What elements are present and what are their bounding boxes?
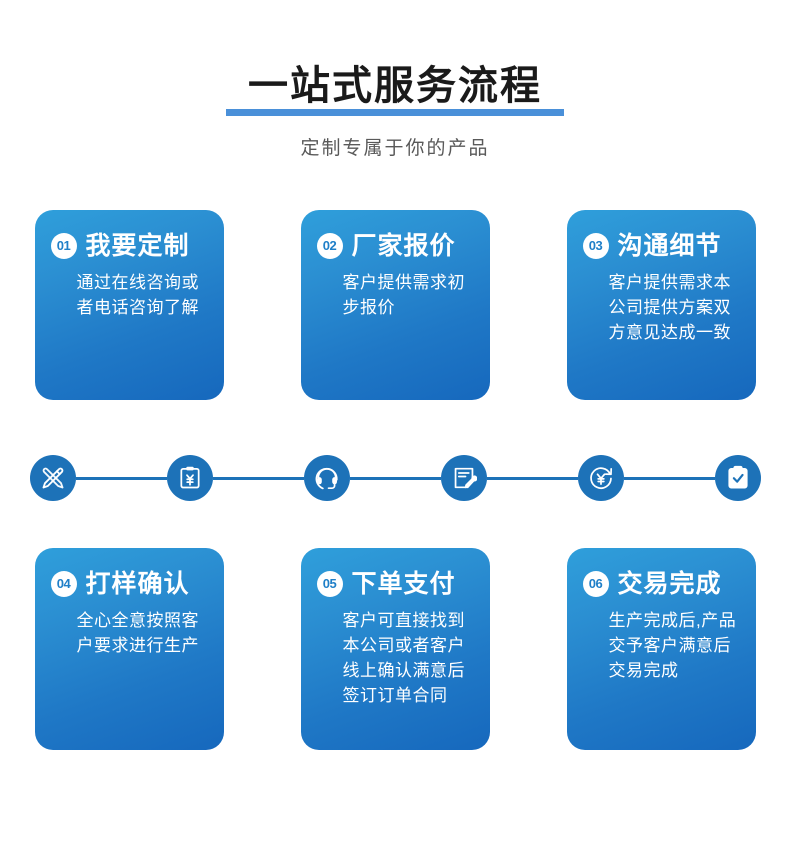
step-card-02[interactable]: 02 厂家报价 客户提供需求初步报价 xyxy=(300,210,490,400)
step-description: 客户提供需求初步报价 xyxy=(342,273,465,317)
page-header: 一站式服务流程 定制专属于你的产品 xyxy=(0,0,790,162)
step-title: 下单支付 xyxy=(351,570,456,598)
connector-line xyxy=(623,476,715,480)
title-underline xyxy=(226,109,564,116)
page-subtitle: 定制专属于你的产品 xyxy=(300,138,490,159)
step-card-header: 02 厂家报价 xyxy=(316,232,474,260)
clipboard-check-icon[interactable] xyxy=(714,455,761,501)
step-cards-row-bottom: 04 打样确认 全心全意按照客户要求进行生产 05 下单支付 客户可直接找到本公… xyxy=(0,548,790,750)
step-description: 通过在线咨询或者电话咨询了解 xyxy=(76,273,199,317)
connector-line xyxy=(486,476,578,480)
step-description: 生产完成后,产品交予客户满意后交易完成 xyxy=(608,611,737,680)
document-tag-contract-icon[interactable] xyxy=(440,455,487,501)
step-title: 打样确认 xyxy=(85,570,190,598)
step-card-header: 03 沟通细节 xyxy=(582,232,740,260)
step-number-badge: 05 xyxy=(316,571,343,597)
page-title: 一站式服务流程 xyxy=(248,64,542,108)
step-cards-row-top: 01 我要定制 通过在线咨询或者电话咨询了解 02 厂家报价 客户提供需求初步报… xyxy=(0,210,790,400)
step-number-badge: 04 xyxy=(50,571,77,597)
design-pen-ruler-icon[interactable] xyxy=(29,455,76,501)
step-card-05[interactable]: 05 下单支付 客户可直接找到本公司或者客户线上确认满意后签订订单合同 xyxy=(300,548,490,750)
headset-support-icon[interactable] xyxy=(303,455,350,501)
step-card-header: 04 打样确认 xyxy=(50,570,208,598)
step-number-badge: 01 xyxy=(50,233,77,259)
step-description: 全心全意按照客户要求进行生产 xyxy=(76,611,199,655)
step-card-header: 06 交易完成 xyxy=(582,570,740,598)
yen-payment-icon[interactable] xyxy=(577,455,624,501)
connector-line xyxy=(212,476,304,480)
step-card-header: 05 下单支付 xyxy=(316,570,474,598)
step-card-04[interactable]: 04 打样确认 全心全意按照客户要求进行生产 xyxy=(34,548,224,750)
step-number-badge: 06 xyxy=(582,571,609,597)
step-description: 客户可直接找到本公司或者客户线上确认满意后签订订单合同 xyxy=(342,611,465,705)
process-icon-strip xyxy=(0,452,790,504)
step-card-03[interactable]: 03 沟通细节 客户提供需求本公司提供方案双方意见达成一致 xyxy=(566,210,756,400)
step-card-06[interactable]: 06 交易完成 生产完成后,产品交予客户满意后交易完成 xyxy=(566,548,756,750)
step-title: 我要定制 xyxy=(85,232,190,260)
step-number-badge: 03 xyxy=(582,233,609,259)
step-title: 沟通细节 xyxy=(617,232,722,260)
step-title: 交易完成 xyxy=(617,570,722,598)
page-title-wrap: 一站式服务流程 xyxy=(226,62,564,116)
step-number-badge: 02 xyxy=(316,233,343,259)
step-card-01[interactable]: 01 我要定制 通过在线咨询或者电话咨询了解 xyxy=(34,210,224,400)
connector-line xyxy=(349,476,441,480)
clipboard-yen-quote-icon[interactable] xyxy=(166,455,213,501)
step-title: 厂家报价 xyxy=(351,232,456,260)
step-card-header: 01 我要定制 xyxy=(50,232,208,260)
connector-line xyxy=(75,476,167,480)
step-description: 客户提供需求本公司提供方案双方意见达成一致 xyxy=(608,273,731,342)
